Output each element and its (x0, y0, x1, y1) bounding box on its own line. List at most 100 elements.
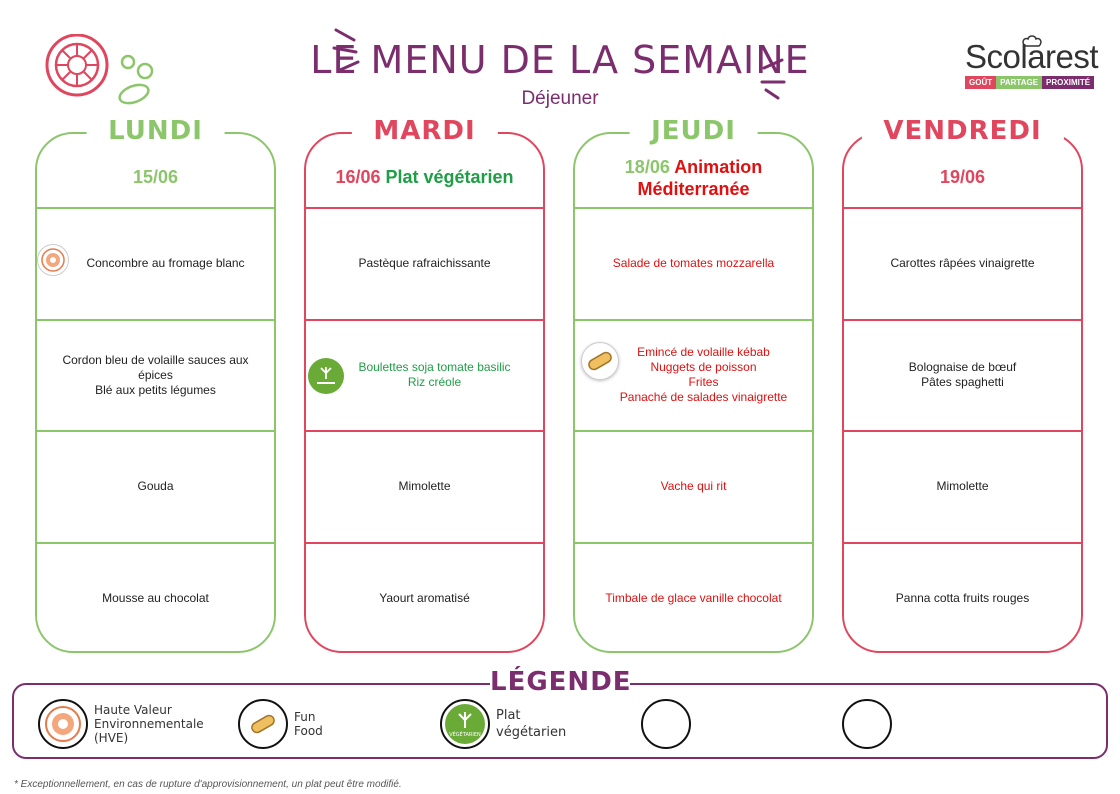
legend-label-line: Environnementale (94, 717, 204, 731)
day-name: JEUDI (629, 116, 758, 146)
row-divider (575, 207, 812, 209)
row-divider (844, 207, 1081, 209)
footnote: * Exceptionnellement, en cas de rupture … (14, 779, 402, 790)
legend-title: LÉGENDE (490, 667, 632, 697)
menu-dish-cell: Mimolette (844, 431, 1081, 541)
row-divider (306, 207, 543, 209)
day-date: 18/06 (624, 157, 670, 177)
brand-tagline: GOÛT PARTAGE PROXIMITÉ (965, 76, 1105, 89)
menu-dish-cell: Vache qui rit (575, 431, 812, 541)
empty-circle-icon (641, 699, 691, 749)
dish-name: Pastèque rafraichissante (358, 255, 491, 270)
day-name: MARDI (351, 116, 498, 146)
row-divider (37, 319, 274, 321)
menu-dish-cell: Panna cotta fruits rouges (844, 543, 1081, 653)
fun-food-icon (581, 342, 619, 380)
brand-tag-gout: GOÛT (965, 76, 997, 89)
row-divider (37, 430, 274, 432)
dish-name: Mimolette (398, 478, 451, 493)
plate-decoration-icon (45, 34, 154, 105)
row-divider (306, 542, 543, 544)
day-theme: Plat végétarien (385, 167, 514, 187)
row-divider (575, 542, 812, 544)
brand-logo: Scolarest GOÛT PARTAGE PROXIMITÉ (965, 35, 1105, 89)
day-date-line: 15/06 (37, 166, 274, 188)
vegetarian-icon (308, 358, 344, 394)
dish-name: Cordon bleu de volaille sauces aux épice… (62, 352, 249, 382)
vegetarian-icon: VÉGÉTARIEN (440, 699, 490, 749)
menu-dish-cell: Cordon bleu de volaille sauces aux épice… (37, 320, 274, 430)
legend-label-fun-food: Fun Food (294, 710, 323, 738)
menu-dish-cell: Pastèque rafraichissante (306, 208, 543, 318)
dish-name: Vache qui rit (660, 478, 727, 493)
row-divider (575, 430, 812, 432)
dish-name: Riz créole (407, 375, 462, 389)
legend-item-vegetarian: VÉGÉTARIEN Plat végétarien (440, 699, 566, 749)
dish-name: Mimolette (936, 478, 989, 493)
dish-name: Nuggets de poisson (650, 360, 757, 374)
legend-label-line: Plat (496, 708, 521, 723)
legend-label-line: végétarien (496, 725, 567, 740)
day-date-line: 16/06 Plat végétarien (306, 166, 543, 188)
legend-label-line: Haute Valeur (94, 703, 172, 717)
day-theme: Animation (674, 157, 763, 177)
page-title: LE MENU DE LA SEMAINE (310, 38, 810, 82)
menu-dish-cell: Concombre au fromage blanc (37, 208, 274, 318)
day-name: LUNDI (86, 116, 225, 146)
legend-label-line: Food (294, 724, 323, 738)
dish-name: Salade de tomates mozzarella (612, 255, 775, 270)
empty-circle-icon (842, 699, 892, 749)
legend-item-fun-food: Fun Food (238, 699, 323, 749)
day-date: 15/06 (132, 167, 179, 187)
vegetarian-badge-text: VÉGÉTARIEN (449, 730, 481, 738)
menu-dish-cell: Mimolette (306, 431, 543, 541)
menu-dish-cell: Salade de tomates mozzarella (575, 208, 812, 318)
day-date: 19/06 (939, 167, 986, 187)
row-divider (306, 319, 543, 321)
dish-name: Mousse au chocolat (102, 590, 209, 605)
row-divider (575, 319, 812, 321)
day-date: 16/06 (335, 167, 381, 187)
legend-label-line: Fun (294, 710, 316, 724)
row-divider (37, 207, 274, 209)
row-divider (844, 430, 1081, 432)
dish-name: Pâtes spaghetti (921, 375, 1004, 389)
brand-name: Scolarest (965, 38, 1099, 75)
row-divider (37, 542, 274, 544)
brand-tag-proximite: PROXIMITÉ (1042, 76, 1095, 89)
dish-name: Timbale de glace vanille chocolat (605, 590, 782, 605)
dish-name: Bolognaise de bœuf (908, 360, 1017, 374)
title-right-strokes-icon (760, 58, 786, 100)
dish-name: Blé aux petits légumes (95, 382, 216, 397)
legend-item-empty-2 (842, 699, 892, 749)
hve-icon (38, 699, 88, 749)
dish-name: Concombre au fromage blanc (86, 255, 245, 270)
day-theme-line2: Méditerranée (637, 179, 750, 199)
day-date-line: 19/06 (844, 166, 1081, 188)
legend-item-hve: Haute Valeur Environnementale (HVE) (38, 699, 204, 749)
title-left-strokes-icon (332, 28, 360, 72)
dish-name: Frites (688, 375, 719, 389)
day-name: VENDREDI (861, 116, 1064, 146)
dish-name: Boulettes soja tomate basilic (358, 360, 511, 374)
row-divider (844, 319, 1081, 321)
legend-label-vegetarian: Plat végétarien (496, 707, 566, 741)
row-divider (844, 542, 1081, 544)
row-divider (306, 430, 543, 432)
legend-label-hve: Haute Valeur Environnementale (HVE) (94, 703, 204, 745)
legend-label-line: (HVE) (94, 731, 129, 745)
hve-icon (37, 244, 69, 276)
dish-name: Panna cotta fruits rouges (895, 590, 1030, 605)
brand-tag-partage: PARTAGE (996, 76, 1043, 89)
dish-name: Yaourt aromatisé (379, 590, 470, 605)
meal-subtitle: Déjeuner (521, 88, 599, 109)
menu-dish-cell: Timbale de glace vanille chocolat (575, 543, 812, 653)
